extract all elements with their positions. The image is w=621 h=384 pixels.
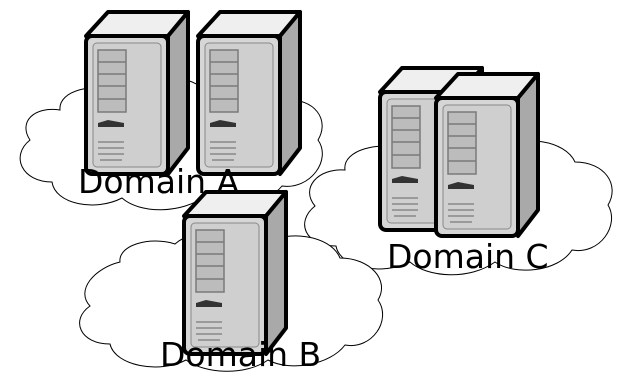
domain-b-label: Domain B — [160, 335, 321, 374]
server-icon — [434, 72, 540, 238]
server-icon — [84, 10, 190, 176]
server-icon — [182, 190, 288, 356]
domain-c-label: Domain C — [387, 237, 549, 276]
server-icon — [196, 10, 302, 176]
